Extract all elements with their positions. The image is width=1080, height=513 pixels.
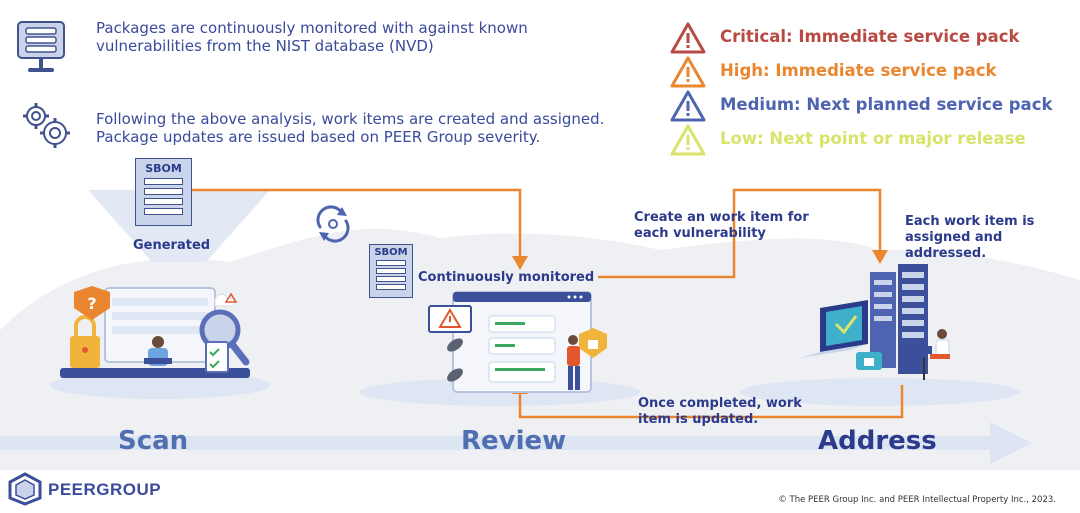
review-illustration: [428, 291, 607, 393]
severity-high-label: High: Immediate service pack: [720, 61, 997, 80]
critical-warning-icon: [670, 22, 706, 54]
peergroup-logo-text: PEERGROUP: [48, 480, 162, 499]
sbom-document-generated: SBOM: [135, 158, 192, 226]
completed-label: Once completed, work item is updated.: [638, 396, 802, 427]
refresh-cycle-icon: [316, 205, 350, 243]
continuously-monitored-label: Continuously monitored: [418, 270, 595, 285]
monitor-description: Packages are continuously monitored with…: [96, 19, 528, 55]
gears-icon: [23, 103, 70, 148]
scan-illustration: ?: [60, 286, 250, 378]
medium-warning-icon: [670, 90, 706, 122]
high-warning-icon: [670, 56, 706, 88]
assigned-label: Each work item is assigned and addressed…: [905, 214, 1035, 261]
sbom-document-monitored: SBOM: [369, 244, 413, 298]
stage-review-label: Review: [461, 426, 567, 456]
create-work-item-label: Create an work item for each vulnerabili…: [634, 210, 809, 241]
peergroup-logo-mark: [8, 472, 42, 506]
severity-medium-label: Medium: Next planned service pack: [720, 95, 1053, 114]
sbom-label: SBOM: [374, 247, 408, 258]
workitems-description: Following the above analysis, work items…: [96, 110, 605, 146]
generated-label: Generated: [133, 238, 211, 253]
stage-scan-label: Scan: [118, 426, 189, 456]
severity-low-label: Low: Next point or major release: [720, 129, 1026, 148]
address-illustration: [800, 264, 950, 380]
sbom-label: SBOM: [145, 162, 182, 175]
server-monitor-icon: [17, 21, 65, 72]
svg-text:?: ?: [87, 294, 96, 313]
low-warning-icon: [670, 124, 706, 156]
stage-address-label: Address: [818, 426, 937, 456]
severity-critical-label: Critical: Immediate service pack: [720, 27, 1020, 46]
severity-legend: Critical: Immediate service pack High: I…: [670, 22, 1070, 156]
copyright-notice: © The PEER Group Inc. and PEER Intellect…: [778, 495, 1056, 505]
